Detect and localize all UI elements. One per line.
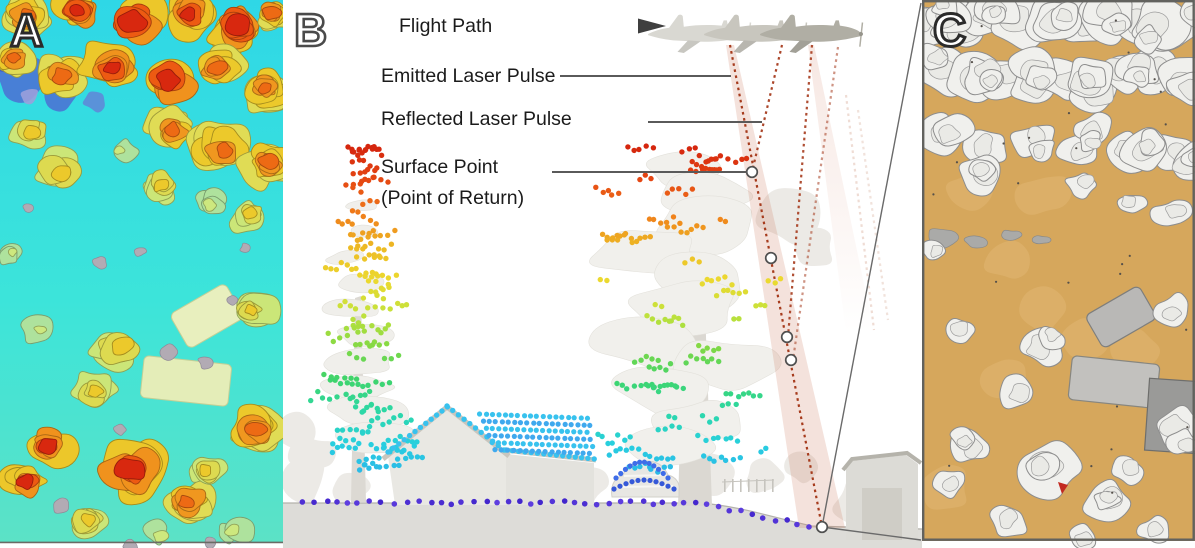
flight-path-arrowhead [638,18,666,34]
callout-line-bottom [821,526,922,541]
panel-a-label: A [8,4,45,56]
surface-point-marker [815,520,829,534]
surface-point-marker [784,353,798,367]
reflected-laser-pulse-label: Reflected Laser Pulse [381,108,572,130]
surface-point-marker [745,165,759,179]
panel-c-classified-pointcloud [922,0,1195,548]
laser-pulse-dotted-line [728,44,824,528]
panel-b-label: B [293,4,329,56]
laser-beam-faint [808,45,874,332]
airplane-icon [760,14,864,53]
laser-pulse-dotted-line [786,44,814,338]
surface-point-marker [764,251,778,265]
panel-a-height-colored-pointcloud [0,0,283,548]
laser-beam-spread [726,45,845,528]
surface-point-label: Surface Point [381,156,499,178]
emitted-laser-pulse-label: Emitted Laser Pulse [381,65,556,87]
flight-path-label: Flight Path [399,15,493,37]
surface-point-sub-label: (Point of Return) [381,187,525,209]
laser-pulse-dotted-line [750,44,784,173]
laser-pulse-dotted-line [856,109,890,321]
callout-line-top [821,2,922,528]
surface-point-marker [780,330,794,344]
laser-pulse-dotted-line [844,94,876,331]
panel-b-lidar-scan-diagram [283,2,922,548]
panel-c-label: C [931,4,968,56]
